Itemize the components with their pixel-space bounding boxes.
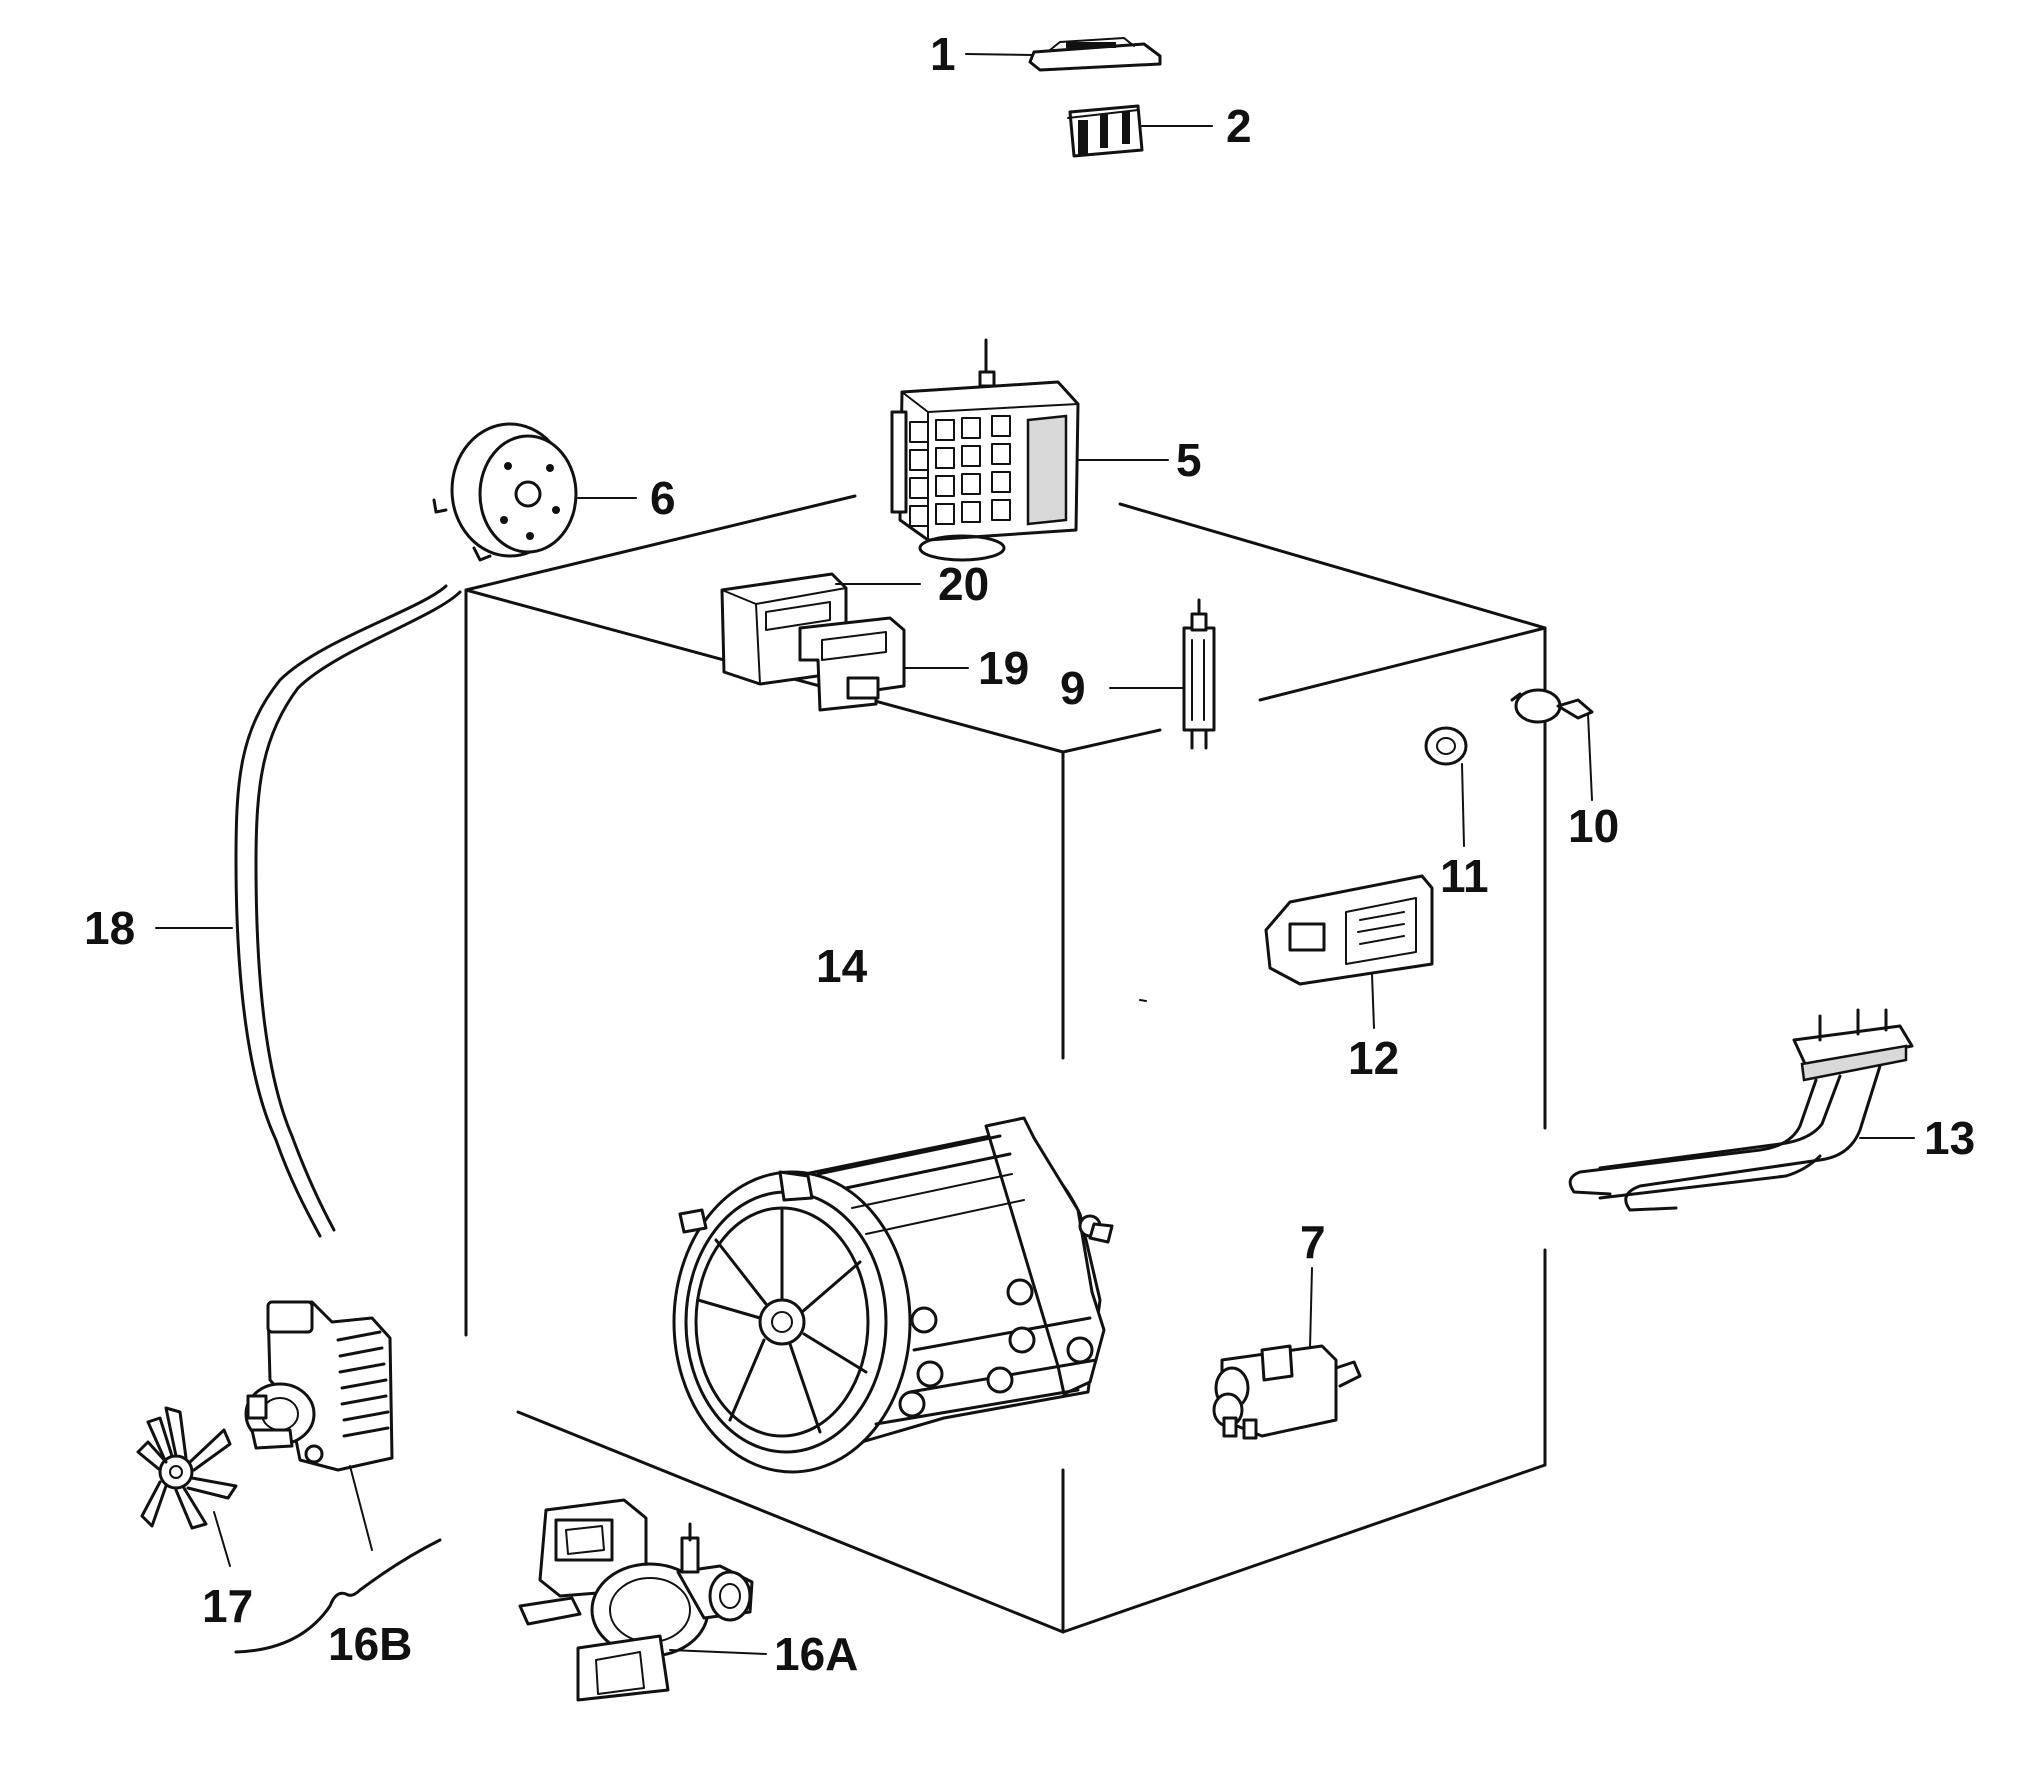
part-1-knob — [965, 37, 1162, 72]
part-2-switch — [1067, 104, 1213, 158]
part-13-heater — [1568, 1008, 1915, 1212]
label-part-13: 13 — [1924, 1112, 1975, 1164]
label-part-5: 5 — [1176, 434, 1202, 486]
part-6-motor — [432, 422, 637, 562]
part-9-capacitor — [1109, 598, 1216, 750]
part-7-valve — [1212, 1267, 1362, 1440]
label-part-16a: 16A — [774, 1628, 858, 1680]
label-part-6: 6 — [650, 472, 676, 524]
drive-motor — [672, 1116, 1114, 1474]
label-part-20: 20 — [938, 558, 989, 610]
part-17-impeller — [136, 1406, 238, 1567]
label-part-11: 11 — [1440, 850, 1489, 902]
label-part-19: 19 — [978, 642, 1029, 694]
part-5-timer — [890, 338, 1169, 562]
label-part-2: 2 — [1226, 100, 1252, 152]
part-19-interlock — [798, 616, 969, 712]
label-part-17: 17 — [202, 1580, 253, 1632]
label-part-7: 7 — [1300, 1216, 1326, 1268]
part-11-grommet — [1424, 726, 1468, 847]
part-10-thermostat — [1510, 688, 1594, 801]
part-18-hose — [155, 584, 462, 1238]
label-part-16b: 16B — [328, 1618, 412, 1670]
part-16b-pump — [244, 1300, 394, 1551]
label-part-10: 10 — [1568, 800, 1619, 852]
part-16b-brace — [234, 1538, 442, 1654]
part-16a-drain-pump — [518, 1498, 767, 1702]
label-part-14: 14 — [816, 940, 868, 992]
part-12-module — [1264, 874, 1434, 1029]
label-part-18: 18 — [84, 902, 135, 954]
part-labels: 1 2 5 6 20 19 9 10 11 12 13 14 18 7 17 1… — [84, 28, 1975, 1680]
label-part-12: 12 — [1348, 1032, 1399, 1084]
label-part-1: 1 — [930, 28, 956, 80]
label-part-9: 9 — [1060, 662, 1086, 714]
